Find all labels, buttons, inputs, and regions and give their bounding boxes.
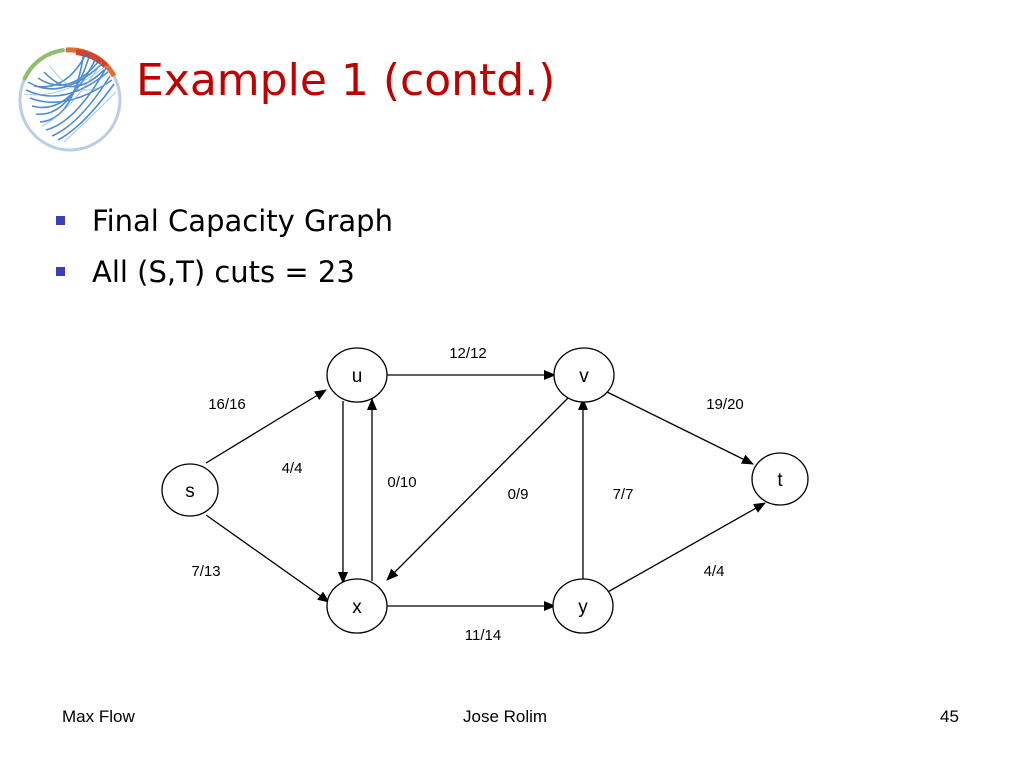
node-label-x: x <box>352 597 362 618</box>
edge-s-x <box>205 514 330 603</box>
footer-topic: Max Flow <box>62 707 135 726</box>
edge-label-u-x: 4/4 <box>282 460 303 477</box>
edge-v-t <box>602 389 754 465</box>
edge-label-v-x: 0/9 <box>508 486 529 503</box>
node-x <box>326 578 388 634</box>
node-label-u: u <box>352 366 363 387</box>
network-circle-logo-icon <box>18 47 122 152</box>
node-s <box>161 463 219 517</box>
bullet-item: All (S,T) cuts = 23 <box>52 246 393 297</box>
node-t <box>751 452 809 506</box>
edge-label-x-u: 0/10 <box>387 474 416 491</box>
node-y <box>552 578 614 634</box>
edge-label-s-x: 7/13 <box>191 563 220 580</box>
node-label-s: s <box>185 481 195 502</box>
bullet-text: Final Capacity Graph <box>92 203 393 238</box>
edge-y-t <box>605 502 766 594</box>
slide-title: Example 1 (contd.) <box>136 55 556 106</box>
edge-label-u-v: 12/12 <box>449 345 487 362</box>
edge-label-y-v: 7/7 <box>613 486 634 503</box>
square-bullet-icon <box>56 267 65 276</box>
edge-label-x-y: 11/14 <box>465 627 501 644</box>
edge-label-s-u: 16/16 <box>208 396 246 413</box>
edge-label-v-t: 19/20 <box>706 396 744 413</box>
bullet-item: Final Capacity Graph <box>52 195 393 246</box>
edge-label-y-t: 4/4 <box>704 563 725 580</box>
node-v <box>553 347 615 403</box>
edge-v-x <box>386 397 569 581</box>
node-u <box>326 347 388 403</box>
bullet-text: All (S,T) cuts = 23 <box>92 254 355 289</box>
node-label-t: t <box>777 470 783 491</box>
node-label-v: v <box>579 366 589 387</box>
bullet-list: Final Capacity Graph All (S,T) cuts = 23 <box>52 195 393 297</box>
node-label-y: y <box>578 597 588 618</box>
footer-author: Jose Rolim <box>463 707 548 726</box>
square-bullet-icon <box>56 216 65 225</box>
page-number: 45 <box>940 707 959 726</box>
edge-s-u <box>205 389 327 464</box>
